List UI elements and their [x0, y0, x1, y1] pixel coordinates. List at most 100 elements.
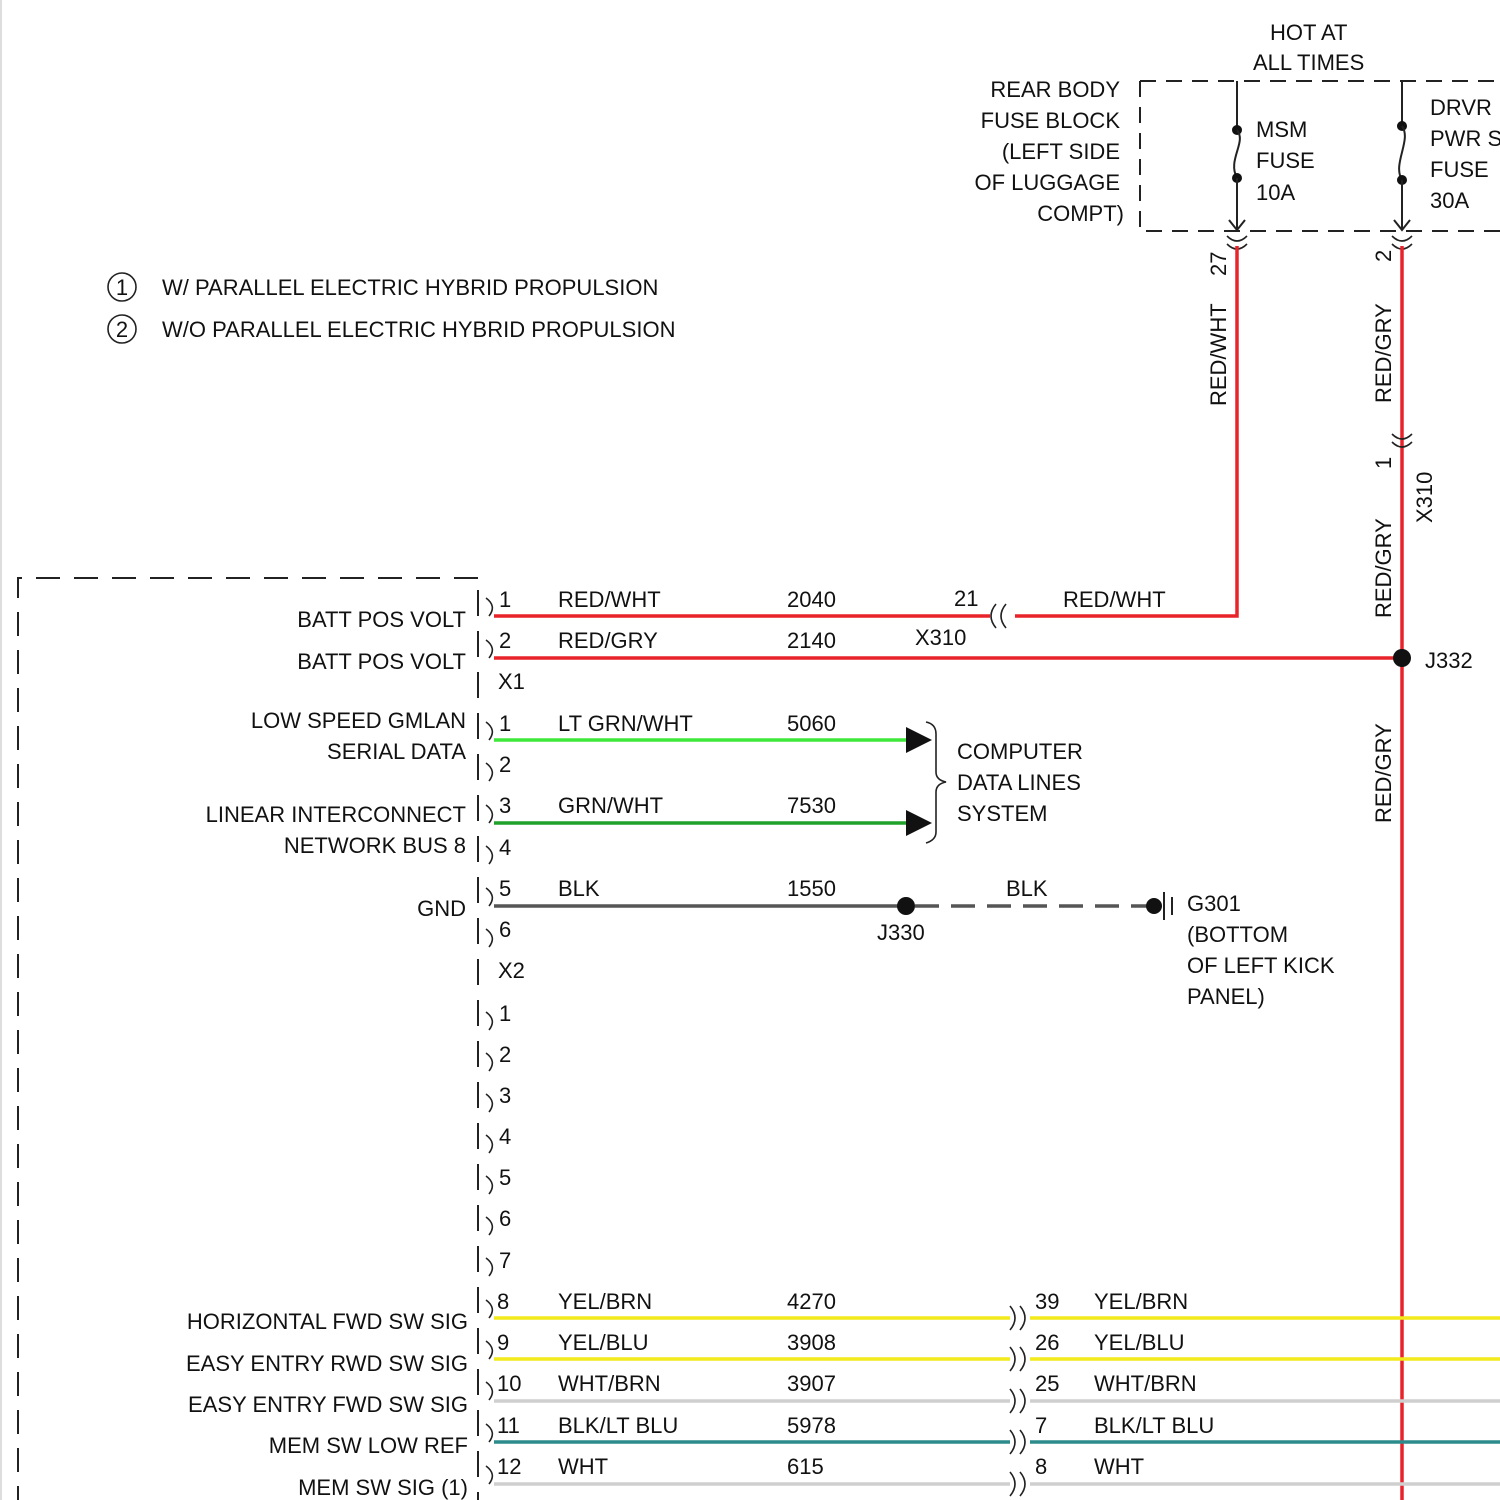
label-low-speed-gmlan-1: LOW SPEED GMLAN: [251, 708, 466, 733]
arrow-7530: [906, 810, 932, 836]
wire-color-1550: BLK: [558, 876, 600, 901]
pin-x310-21: 21: [954, 586, 978, 611]
drvr-fuse-label-1: DRVR: [1430, 95, 1492, 120]
pin-2-label: 2: [1371, 250, 1396, 262]
pin-x3-3: 3: [499, 1083, 511, 1108]
ground-label-1: G301: [1187, 891, 1241, 916]
data-lines-label-3: SYSTEM: [957, 801, 1047, 826]
ground-label-3: OF LEFT KICK: [1187, 953, 1335, 978]
wire-color-4270: YEL/BRN: [558, 1289, 652, 1314]
label-easy-entry-fwd-sw-sig: EASY ENTRY FWD SW SIG: [188, 1392, 468, 1417]
wire-color-red-wht-far: RED/WHT: [1063, 587, 1166, 612]
ground-label-2: (BOTTOM: [1187, 922, 1288, 947]
far-pin-25: 25: [1035, 1371, 1059, 1396]
pin-1-label: 1: [1371, 457, 1396, 469]
far-pin-7: 7: [1035, 1413, 1047, 1438]
pin-x3-5: 5: [499, 1165, 511, 1190]
wire-color-blk-far: BLK: [1006, 876, 1048, 901]
label-mem-sw-sig: MEM SW SIG (1): [298, 1475, 468, 1500]
pin-9: 9: [497, 1330, 509, 1355]
far-wire-color-4270: YEL/BRN: [1094, 1289, 1188, 1314]
pin-x3-1: 1: [499, 1001, 511, 1026]
circuit-3908: 3908: [787, 1330, 836, 1355]
fuse-block-label-1: REAR BODY: [990, 77, 1120, 102]
label-easy-entry-rwd-sw-sig: EASY ENTRY RWD SW SIG: [186, 1351, 468, 1376]
pin-6: 6: [499, 917, 511, 942]
arrow-5060: [906, 727, 932, 753]
circuit-7530: 7530: [787, 793, 836, 818]
circuit-1550: 1550: [787, 876, 836, 901]
wire-color-5978: BLK/LT BLU: [558, 1413, 678, 1438]
inline-connector-brackets: [1010, 1306, 1025, 1496]
splice-j330-label: J330: [877, 920, 925, 945]
circuit-2040: 2040: [787, 587, 836, 612]
far-wire-color-5978: BLK/LT BLU: [1094, 1413, 1214, 1438]
msm-fuse-label-3: 10A: [1256, 180, 1295, 205]
wire-label-red-gry-1: RED/GRY: [1371, 303, 1396, 403]
note-1: 1 W/ PARALLEL ELECTRIC HYBRID PROPULSION: [108, 273, 658, 301]
far-pin-26: 26: [1035, 1330, 1059, 1355]
circuit-4270: 4270: [787, 1289, 836, 1314]
connector-x310-inline: [991, 604, 1006, 628]
connector-x2-label: X2: [498, 958, 525, 983]
wire-color-2040: RED/WHT: [558, 587, 661, 612]
drvr-fuse-label-2: PWR S: [1430, 126, 1500, 151]
note-2-text: W/O PARALLEL ELECTRIC HYBRID PROPULSION: [162, 317, 675, 342]
far-pin-8: 8: [1035, 1454, 1047, 1479]
far-wire-color-615: WHT: [1094, 1454, 1144, 1479]
splice-j330: [897, 897, 915, 915]
splice-j332: [1393, 649, 1411, 667]
fuse-block-label-2: FUSE BLOCK: [981, 108, 1121, 133]
far-wire-color-3907: WHT/BRN: [1094, 1371, 1197, 1396]
note-1-text: W/ PARALLEL ELECTRIC HYBRID PROPULSION: [162, 275, 658, 300]
pin-gnd-5: 5: [499, 876, 511, 901]
circuit-3907: 3907: [787, 1371, 836, 1396]
wire-red-wht-vertical: [1015, 246, 1237, 616]
wire-color-5060: LT GRN/WHT: [558, 711, 693, 736]
pin-8: 8: [497, 1289, 509, 1314]
connector-x310-label: X310: [915, 625, 966, 650]
ground-g301-symbol: [1146, 892, 1172, 920]
pin-x2-3: 3: [499, 793, 511, 818]
wire-color-3908: YEL/BLU: [558, 1330, 649, 1355]
pin-11: 11: [497, 1413, 520, 1438]
pin-10: 10: [497, 1371, 521, 1396]
connector-x310-label-vertical: X310: [1412, 472, 1437, 523]
fuse-block-label-5: COMPT): [1037, 201, 1124, 226]
pin-x1-2: 2: [499, 628, 511, 653]
label-lin-bus-2: NETWORK BUS 8: [284, 833, 466, 858]
wire-color-615: WHT: [558, 1454, 608, 1479]
msm-fuse-symbol: [1229, 81, 1245, 230]
wire-label-red-gry-3: RED/GRY: [1371, 723, 1396, 823]
pin-x3-6: 6: [499, 1206, 511, 1231]
wire-color-3907: WHT/BRN: [558, 1371, 661, 1396]
circuit-5060: 5060: [787, 711, 836, 736]
pin-x3-2: 2: [499, 1042, 511, 1067]
wire-label-red-gry-2: RED/GRY: [1371, 518, 1396, 618]
far-pin-39: 39: [1035, 1289, 1059, 1314]
splice-j332-label: J332: [1425, 648, 1473, 673]
label-lin-bus-1: LINEAR INTERCONNECT: [206, 802, 466, 827]
pin-12: 12: [497, 1454, 521, 1479]
wire-color-2140: RED/GRY: [558, 628, 658, 653]
drvr-fuse-label-4: 30A: [1430, 188, 1469, 213]
label-mem-sw-low-ref: MEM SW LOW REF: [269, 1433, 468, 1458]
pin-x2-4: 4: [499, 835, 511, 860]
circuit-5978: 5978: [787, 1413, 836, 1438]
hot-at-label-2: ALL TIMES: [1253, 50, 1364, 75]
connector-x1-label: X1: [498, 669, 525, 694]
label-batt-pos-volt-2: BATT POS VOLT: [297, 649, 466, 674]
label-horizontal-fwd-sw-sig: HORIZONTAL FWD SW SIG: [187, 1309, 468, 1334]
hot-at-label-1: HOT AT: [1270, 20, 1347, 45]
pin-x3-4: 4: [499, 1124, 511, 1149]
pin-x1-1: 1: [499, 587, 511, 612]
drvr-fuse-symbol: [1394, 81, 1410, 230]
circuit-2140: 2140: [787, 628, 836, 653]
wire-label-red-wht-vertical: RED/WHT: [1206, 303, 1231, 406]
data-lines-label-2: DATA LINES: [957, 770, 1081, 795]
label-low-speed-gmlan-2: SERIAL DATA: [327, 739, 466, 764]
fuse-block-label-4: OF LUGGAGE: [975, 170, 1120, 195]
wire-color-7530: GRN/WHT: [558, 793, 663, 818]
pin-x2-1: 1: [499, 711, 511, 736]
